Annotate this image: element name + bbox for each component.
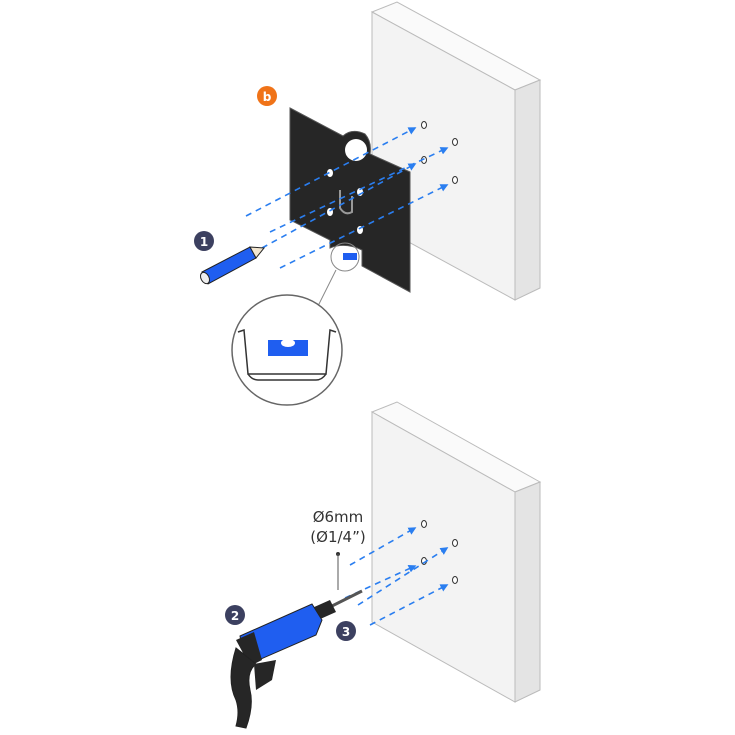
drill-size-label: Ø6mm (Ø1/4”) bbox=[310, 508, 366, 590]
svg-text:(Ø1/4”): (Ø1/4”) bbox=[310, 528, 365, 546]
svg-text:b: b bbox=[263, 90, 272, 104]
step-badge-2: 2 bbox=[225, 605, 245, 625]
wall-hole-markers bbox=[421, 121, 458, 184]
svg-text:2: 2 bbox=[231, 609, 239, 623]
svg-text:Ø6mm: Ø6mm bbox=[313, 508, 364, 526]
step-badge-3: 3 bbox=[336, 621, 356, 641]
step-badge-1: 1 bbox=[194, 231, 214, 251]
drill-icon bbox=[230, 589, 363, 729]
wall-bottom bbox=[370, 401, 542, 703]
guide-arrows-top bbox=[245, 127, 449, 269]
pencil-icon bbox=[199, 246, 265, 285]
callout-badge-b: b bbox=[257, 86, 277, 106]
svg-text:3: 3 bbox=[342, 625, 350, 639]
level-magnifier bbox=[231, 242, 360, 406]
svg-text:1: 1 bbox=[200, 235, 208, 249]
